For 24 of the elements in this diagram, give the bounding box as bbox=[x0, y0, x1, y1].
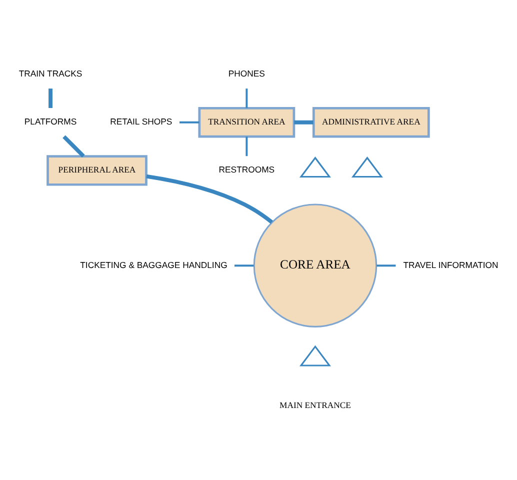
node-text: TRAIN TRACKS bbox=[18, 68, 82, 79]
node-text: RETAIL SHOPS bbox=[110, 116, 172, 127]
connector bbox=[376, 264, 396, 267]
connector bbox=[48, 88, 52, 108]
node-box: PERIPHERAL AREA bbox=[46, 155, 148, 186]
node-box: TRANSITION AREA bbox=[198, 107, 296, 138]
connector bbox=[146, 174, 274, 224]
node-triangle bbox=[299, 156, 331, 178]
node-text: PLATFORMS bbox=[24, 116, 77, 127]
node-text: TRAVEL INFORMATION bbox=[403, 260, 498, 270]
node-text: RESTROOMS bbox=[218, 164, 275, 175]
connector bbox=[294, 120, 314, 124]
node-triangle bbox=[351, 156, 383, 178]
node-text: PHONES bbox=[228, 68, 265, 79]
node-box: ADMINISTRATIVE AREA bbox=[312, 107, 430, 138]
label: MAIN ENTRANCE bbox=[280, 400, 351, 410]
connector bbox=[62, 135, 85, 158]
node-triangle bbox=[299, 345, 331, 366]
node-text: TICKETING & BAGGAGE HANDLING bbox=[80, 260, 228, 270]
connector bbox=[246, 88, 248, 108]
connector bbox=[179, 121, 200, 124]
node-circle: CORE AREA bbox=[253, 204, 378, 328]
connector bbox=[246, 136, 248, 156]
connector bbox=[234, 264, 254, 267]
